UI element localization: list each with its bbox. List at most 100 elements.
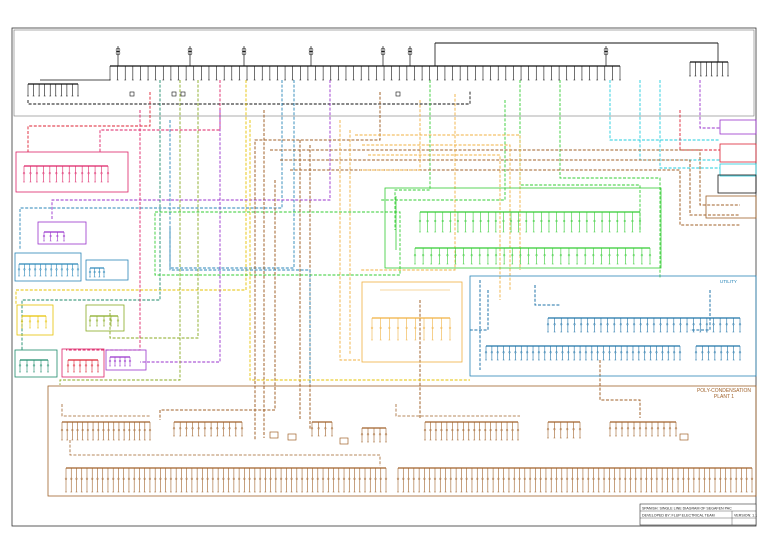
- utility-top-feeders-breaker: [599, 323, 603, 326]
- poly-bus-7-breaker: [650, 427, 654, 430]
- purple-feeders-breaker: [56, 234, 59, 238]
- green-top-feeders-breaker: [464, 219, 467, 223]
- cable-run: [609, 80, 720, 141]
- blue-left-feeders-breaker: [71, 268, 74, 271]
- utility-mid-feeders-breaker: [561, 351, 564, 354]
- poly-bus-1-breaker: [60, 429, 64, 432]
- poly-bus-5-breaker: [467, 429, 470, 432]
- blue-left-feeders-breaker: [17, 268, 21, 271]
- yellow-feeders-breaker: [44, 320, 48, 323]
- cable-run: [690, 290, 711, 331]
- teal-feeders-breaker: [46, 364, 50, 367]
- pink2-feeders-breaker: [96, 364, 100, 367]
- utility-top-feeders-breaker: [725, 323, 728, 326]
- poly-long-bus-2-breaker: [592, 477, 595, 480]
- breaker-box: [180, 91, 186, 97]
- poly-long-bus-1-breaker: [374, 477, 377, 480]
- blue-left-feeders-breaker: [23, 268, 26, 271]
- poly-plant-label-line2: PLANT 1: [714, 394, 734, 400]
- poly-bus-2-breaker: [191, 427, 194, 430]
- poly-long-bus-1-breaker: [238, 477, 241, 480]
- cable-run: [470, 290, 489, 331]
- poly-long-bus-1-breaker: [232, 477, 235, 480]
- poly-bus-5-breaker: [500, 429, 503, 432]
- teal-feeders-breaker: [39, 364, 43, 367]
- pink2-feeders-breaker: [90, 364, 94, 367]
- poly-bus-5-breaker: [451, 429, 454, 432]
- green-bottom-feeders-breaker: [567, 254, 571, 257]
- utility-top-feeders-breaker: [679, 323, 682, 326]
- panel-green: [384, 187, 662, 269]
- utility-mid-feeders-breaker: [549, 351, 552, 354]
- green-bottom-feeders-breaker: [632, 254, 635, 257]
- poly-long-bus-2-breaker: [455, 477, 458, 480]
- green-top-feeders-breaker: [502, 219, 505, 223]
- panel-right-brown: [705, 195, 757, 219]
- green-bottom-feeders-breaker: [527, 254, 530, 257]
- poly-long-bus-2-breaker: [449, 477, 452, 480]
- cable-run: [19, 80, 283, 250]
- poly-long-bus-1-breaker: [127, 477, 131, 480]
- poly-bus-5-breaker: [440, 429, 443, 432]
- poly-long-bus-1-breaker: [253, 477, 256, 480]
- transformer-icon: [241, 50, 247, 56]
- poly-bus-5-breaker: [462, 429, 465, 432]
- poly-long-bus-2-breaker: [518, 477, 521, 480]
- poly-long-bus-1-breaker: [143, 477, 146, 480]
- poly-long-bus-1-breaker: [211, 477, 214, 480]
- poly-long-bus-2-breaker: [492, 477, 495, 480]
- green-bottom-feeders-breaker: [446, 254, 449, 257]
- poly-long-bus-2-breaker: [708, 477, 711, 480]
- poly-bus-7-breaker: [662, 427, 666, 430]
- poly-bus-7-breaker: [614, 427, 618, 430]
- pink-feeders-breaker: [93, 172, 97, 175]
- utility-mid-feeders-breaker: [526, 351, 529, 354]
- panel-purple-2: [105, 349, 147, 371]
- poly-long-bus-1-breaker: [290, 477, 293, 480]
- poly-long-bus-2-breaker: [565, 477, 569, 480]
- poly-bus-4-breaker: [360, 433, 364, 436]
- poly-long-bus-2-breaker: [692, 477, 695, 480]
- poly-bus-3-breaker: [310, 427, 314, 430]
- poly-long-bus-1-breaker: [148, 477, 152, 480]
- poly-long-bus-1-breaker: [159, 477, 162, 480]
- poly-bus-7-breaker: [632, 427, 636, 430]
- poly-long-bus-2-breaker: [481, 477, 484, 480]
- poly-long-bus-1-breaker: [117, 477, 120, 480]
- green-bottom-feeders-breaker: [616, 254, 619, 257]
- utility-mid-feeders-breaker: [573, 351, 576, 354]
- poly-long-bus-2-breaker: [645, 477, 648, 480]
- poly-bus-4-breaker: [378, 433, 382, 436]
- poly-long-bus-2-breaker: [650, 477, 653, 480]
- poly-long-bus-1-breaker: [248, 477, 251, 480]
- poly-bus-6-breaker: [546, 428, 550, 431]
- utility-mid-feeders-breaker: [537, 351, 541, 354]
- poly-long-bus-1-breaker: [180, 477, 183, 480]
- transformer-icon: [115, 47, 121, 53]
- poly-long-bus-2-breaker: [745, 477, 748, 480]
- poly-equipment-box: [339, 437, 349, 445]
- blue-left-feeders-breaker: [39, 268, 42, 271]
- poly-long-bus-1-breaker: [285, 477, 288, 480]
- orange-feeders-breaker: [422, 326, 426, 329]
- panel-utility: [469, 275, 757, 377]
- poly-long-bus-1-breaker: [217, 477, 220, 480]
- blue-left-feeders-breaker: [55, 268, 58, 271]
- main-bus: [27, 42, 729, 97]
- poly-long-bus-2-breaker: [655, 477, 658, 480]
- cable-run: [534, 285, 560, 306]
- orange-feeders-breaker: [388, 326, 391, 329]
- poly-long-bus-1-breaker: [201, 477, 204, 480]
- orange-feeders-breaker: [405, 326, 408, 329]
- poly-bus-1-breaker: [97, 429, 100, 432]
- transformer-icon: [380, 50, 386, 56]
- poly-long-bus-1-breaker: [91, 477, 94, 480]
- poly-long-bus-1-breaker: [295, 477, 298, 480]
- panel-blue-left: [14, 252, 82, 282]
- poly-long-bus-2-breaker: [433, 477, 437, 480]
- cable-run: [254, 92, 381, 440]
- poly-long-bus-1-breaker: [353, 477, 356, 480]
- pink-feeders-breaker: [68, 172, 71, 175]
- green-top-feeders-breaker: [472, 219, 475, 223]
